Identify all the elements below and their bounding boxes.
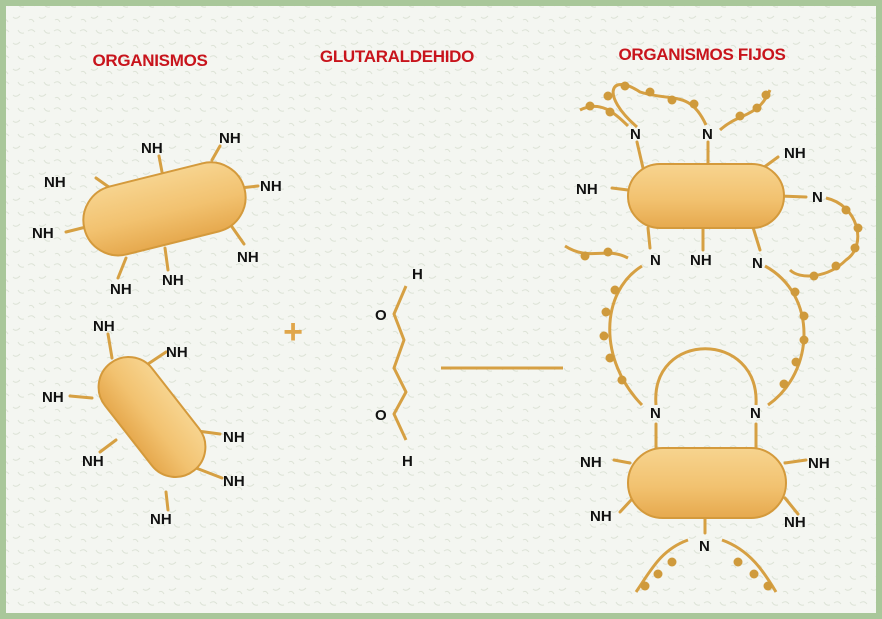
fixed-bottom-n-3: N [699,538,710,555]
fixed-top-n-5: N [752,255,763,272]
fixed-bottom-n-1: N [650,405,661,422]
organism-2: NH NH NH NH NH NH NH [42,318,245,528]
fixed-top-n-1: N [630,126,641,143]
fixed-top-nh-1: NH [784,145,806,162]
header-organisms: ORGANISMOS [92,51,207,70]
organism-2-nh-5: NH [82,453,104,470]
fixed-organisms: N N NH NH N N NH N N N NH NH NH NH N [564,81,863,593]
organism-2-nh-1: NH [93,318,115,335]
background-texture [6,6,876,613]
organism-1-nh-3: NH [44,174,66,191]
organism-2-nh-4: NH [223,429,245,446]
fixed-bottom-nh-1: NH [580,454,602,471]
molecule-o-lower: O [375,407,387,424]
organism-1-nh-1: NH [141,140,163,157]
fixed-top-nh-3: NH [690,252,712,269]
organism-2-nh-2: NH [166,344,188,361]
organism-1-nh-8: NH [110,281,132,298]
fixed-bottom-nh-2: NH [808,455,830,472]
molecule-o-upper: O [375,307,387,324]
fixed-top-n-3: N [812,189,823,206]
molecule-h-bottom: H [402,453,413,470]
crosslink-beads [580,81,863,591]
fixed-bottom-nh-4: NH [784,514,806,531]
organism-1: NH NH NH NH NH NH NH NH [32,130,282,298]
plus-sign: + [283,313,303,351]
fixed-organism-bottom-capsule [627,447,787,519]
organism-1-nh-4: NH [260,178,282,195]
fixed-bottom-n-2: N [750,405,761,422]
fixed-top-n-2: N [702,126,713,143]
header-fixed-organisms: ORGANISMOS FIJOS [618,45,785,64]
fixed-top-n-4: N [650,252,661,269]
glutaraldehyde-molecule: H O O H [375,266,423,470]
fixed-bottom-nh-3: NH [590,508,612,525]
fixed-organism-top-capsule [627,163,785,229]
molecule-h-top: H [412,266,423,283]
organism-2-nh-3: NH [42,389,64,406]
fixed-top-nh-2: NH [576,181,598,198]
organism-1-nh-7: NH [162,272,184,289]
organism-2-capsule [97,356,207,478]
glutaraldehyde-chain [392,285,408,441]
organism-2-nh-6: NH [223,473,245,490]
organism-1-nh-5: NH [32,225,54,242]
organism-1-nh-6: NH [237,249,259,266]
organism-2-nh-7: NH [150,511,172,528]
header-glutaraldehyde: GLUTARALDEHIDO [320,47,474,66]
organism-1-capsule [82,161,247,257]
organism-1-nh-2: NH [219,130,241,147]
